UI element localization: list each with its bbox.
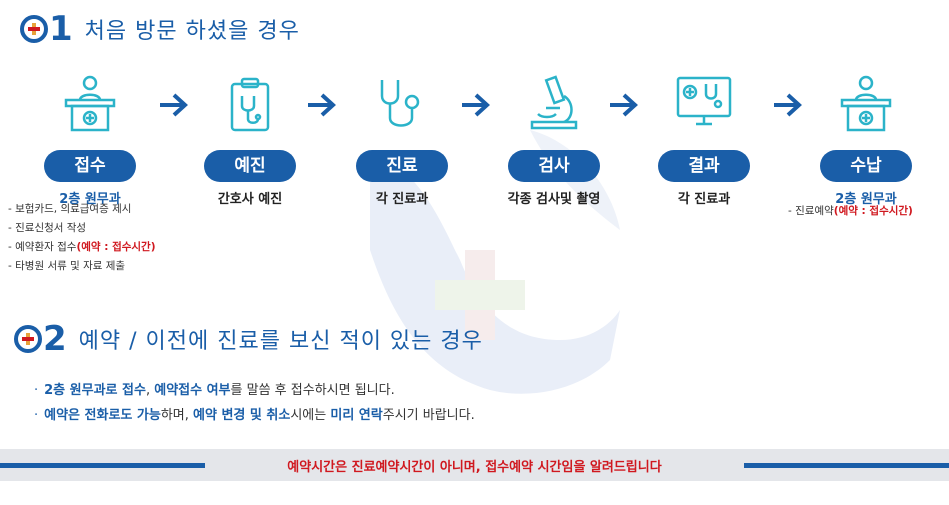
cross-icon — [20, 15, 48, 43]
cross-icon — [14, 325, 42, 353]
arrow-icon — [160, 93, 188, 117]
info-bullets: ·2층 원무과로 접수, 예약접수 여부를 말씀 후 접수하시면 됩니다. ·예… — [34, 378, 475, 428]
stethoscope-icon — [380, 80, 420, 127]
note-item: - 보험카드, 의료급여증 제시 — [8, 203, 132, 215]
step-reception-label: 접수 — [44, 150, 136, 182]
step-prescreen-label: 예진 — [204, 150, 296, 182]
section1-number: 1 — [49, 9, 73, 49]
section2-number: 2 — [43, 319, 67, 359]
monitor-icon — [676, 76, 732, 126]
bullet-item: ·2층 원무과로 접수, 예약접수 여부를 말씀 후 접수하시면 됩니다. — [34, 383, 395, 398]
note-item: - 진료신청서 작성 — [8, 222, 87, 234]
section1-heading: 1 처음 방문 하셨을 경우 — [20, 12, 300, 46]
divider — [744, 463, 949, 468]
step-reception-sub: 2층 원무과 — [59, 192, 121, 207]
arrow-icon — [308, 93, 336, 117]
reception-notes: - 보험카드, 의료급여증 제시 - 진료신청서 작성 - 예약환자 접수(예약… — [8, 200, 156, 276]
notice-bar: 예약시간은 진료예약시간이 아니며, 접수예약 시간임을 알려드립니다 — [0, 449, 949, 481]
step-prescreen: 예진 간호사 예진 — [190, 74, 310, 207]
note-item: - 예약환자 접수(예약 : 접수시간) — [8, 241, 156, 253]
step-examination-label: 검사 — [508, 150, 600, 182]
note-item: - 타병원 서류 및 자료 제출 — [8, 260, 126, 272]
section2-title: 예약 / 이전에 진료를 보신 적이 있는 경우 — [78, 329, 483, 354]
step-result-label: 결과 — [658, 150, 750, 182]
section1-title: 처음 방문 하셨을 경우 — [84, 19, 300, 44]
microscope-icon — [530, 75, 578, 130]
arrow-icon — [774, 93, 802, 117]
step-consultation: 진료 각 진료과 — [342, 74, 462, 207]
step-payment-label: 수납 — [820, 150, 912, 182]
section2-heading: 2 예약 / 이전에 진료를 보신 적이 있는 경우 — [14, 322, 483, 356]
step-result: 결과 각 진료과 — [644, 74, 764, 207]
step-reception: 접수 2층 원무과 — [30, 74, 150, 207]
reception-desk-icon — [64, 75, 116, 132]
clipboard-stethoscope-icon — [230, 77, 270, 132]
bullet-item: ·예약은 전화로도 가능하며, 예약 변경 및 취소시에는 미리 연락주시기 바… — [34, 408, 475, 423]
step-prescreen-sub: 간호사 예진 — [217, 192, 283, 207]
step-consultation-label: 진료 — [356, 150, 448, 182]
note-red: (예약 : 접수시간) — [833, 205, 913, 217]
step-payment: 수납 2층 원무과 — [806, 74, 926, 207]
step-consultation-sub: 각 진료과 — [375, 192, 429, 207]
step-payment-sub: 2층 원무과 — [835, 192, 897, 207]
payment-note: - 진료예약(예약 : 접수시간) — [788, 205, 913, 217]
notice-text: 예약시간은 진료예약시간이 아니며, 접수예약 시간임을 알려드립니다 — [287, 460, 662, 475]
note-red: (예약 : 접수시간) — [76, 241, 156, 253]
step-examination: 검사 각종 검사및 촬영 — [494, 74, 614, 207]
arrow-icon — [610, 93, 638, 117]
step-examination-sub: 각종 검사및 촬영 — [507, 192, 601, 207]
divider — [0, 463, 205, 468]
arrow-icon — [462, 93, 490, 117]
step-result-sub: 각 진료과 — [677, 192, 731, 207]
payment-desk-icon — [840, 75, 892, 132]
